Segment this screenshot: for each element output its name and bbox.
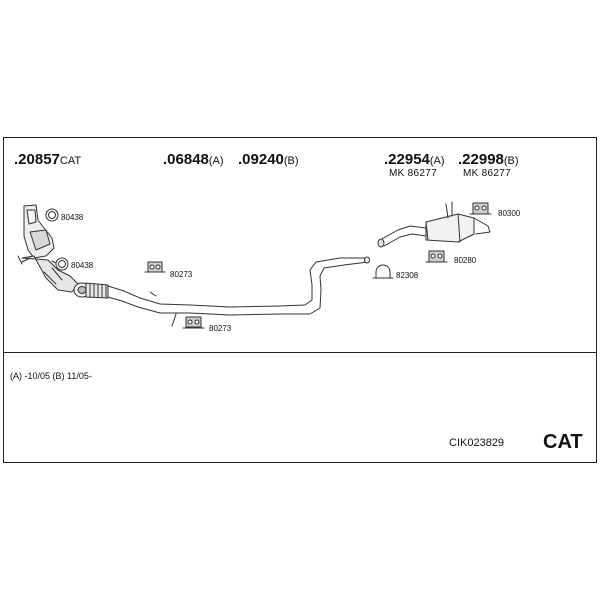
part-number-suffix: (A) (208, 155, 224, 167)
ubolt-label: 82308 (396, 271, 419, 280)
part-number-rear-silencer-b: .22998(B) (458, 152, 519, 167)
rear-silencer-icon (377, 201, 491, 248)
front-pipe-icon (73, 256, 370, 327)
catalytic-converter-icon (17, 204, 79, 293)
part-number-value: .22998 (458, 151, 504, 168)
part-number-front-pipe-b: .09240(B) (238, 152, 299, 167)
part-number-value: .06848 (163, 151, 209, 168)
part-number-value: .22954 (384, 151, 430, 168)
rubber-hanger-mid-icon (144, 261, 166, 273)
part-number-front-pipe-a: .06848(A) (163, 152, 224, 167)
clamp-label-bottom: 80438 (71, 261, 94, 270)
diagram-frame (3, 137, 597, 463)
part-number-suffix: (A) (429, 155, 445, 167)
part-number-suffix: CAT (59, 155, 82, 167)
cat-badge: CAT (543, 431, 583, 453)
rubber-hanger-rear-top-icon (469, 202, 492, 215)
part-number-rear-silencer-a: .22954(A) (384, 152, 445, 167)
part-kit-reference-b: MK 86277 (463, 168, 511, 179)
clamp-bottom-icon (51, 257, 69, 271)
part-number-catalytic-converter: .20857CAT (14, 152, 81, 167)
hanger-label-rear-low: 80280 (454, 256, 477, 265)
rubber-hanger-rear-low-icon (425, 250, 448, 263)
footnote: (A) -10/05 (B) 11/05- (10, 371, 92, 381)
kit-code: CIK023829 (449, 437, 505, 449)
part-number-suffix: (B) (283, 155, 299, 167)
hanger-label-low: 80273 (209, 324, 232, 333)
u-bolt-clamp-icon (372, 264, 394, 279)
clamp-top-icon (45, 208, 59, 222)
diagram-divider (3, 352, 597, 353)
rubber-hanger-low-icon (182, 316, 205, 329)
part-number-value: .09240 (238, 151, 284, 168)
clamp-label-top: 80438 (61, 213, 84, 222)
part-number-suffix: (B) (503, 155, 519, 167)
hanger-label-rear-top: 80300 (498, 209, 521, 218)
hanger-label-mid: 80273 (170, 270, 193, 279)
part-number-value: .20857 (14, 151, 60, 168)
part-kit-reference-a: MK 86277 (389, 168, 437, 179)
